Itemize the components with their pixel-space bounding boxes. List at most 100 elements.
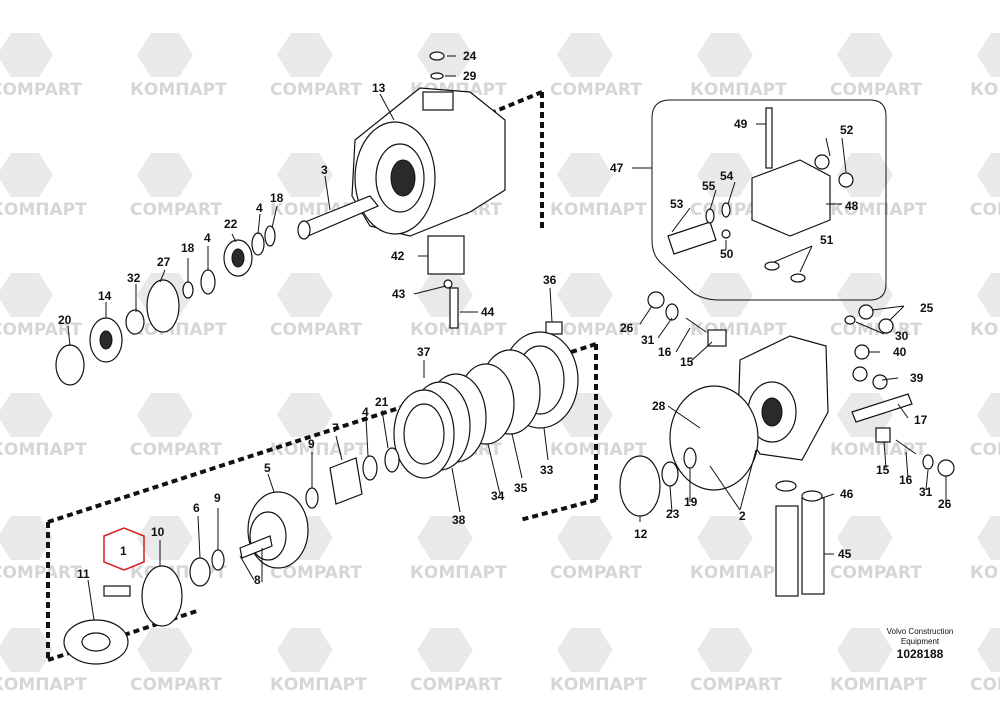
valve-53 xyxy=(667,221,717,255)
watermark-logo xyxy=(697,516,753,560)
plug-43 xyxy=(443,279,453,289)
watermark-logo xyxy=(137,516,193,560)
watermark-text: КОМПАРТ xyxy=(970,80,1000,100)
watermark-text: КОМПАРТ xyxy=(970,320,1000,340)
watermark-logo xyxy=(0,628,53,672)
label-16a: 16 xyxy=(658,345,672,359)
part-labels: 24 29 13 3 4 18 22 18 4 27 32 14 20 42 4… xyxy=(58,49,952,587)
label-32: 32 xyxy=(127,271,141,285)
label-52: 52 xyxy=(840,123,854,137)
label-25: 25 xyxy=(920,301,934,315)
snap-ring-20 xyxy=(55,344,85,386)
label-31b: 31 xyxy=(919,485,933,499)
watermark-text: COMPART xyxy=(830,320,922,340)
watermark-logo xyxy=(417,33,473,77)
watermark-logo xyxy=(277,393,333,437)
watermark-logo xyxy=(977,153,1000,197)
watermark-logo xyxy=(557,33,613,77)
label-31a: 31 xyxy=(641,333,655,347)
watermark-logo xyxy=(0,273,53,317)
watermark-text: КОМПАРТ xyxy=(270,675,367,695)
watermark-logo xyxy=(277,273,333,317)
label-43: 43 xyxy=(392,287,406,301)
watermark-logo xyxy=(837,628,893,672)
plug-25a xyxy=(858,304,874,320)
label-48: 48 xyxy=(845,199,859,213)
label-26a: 26 xyxy=(620,321,634,335)
watermark-logo xyxy=(697,33,753,77)
label-42: 42 xyxy=(391,249,405,263)
ring-31a xyxy=(665,303,679,321)
label-24: 24 xyxy=(463,49,477,63)
watermark-text: COMPART xyxy=(970,440,1000,460)
watermark-logo xyxy=(277,153,333,197)
watermark-logo xyxy=(417,628,473,672)
label-44: 44 xyxy=(481,305,495,319)
label-20: 20 xyxy=(58,313,72,327)
label-28: 28 xyxy=(652,399,666,413)
label-8: 8 xyxy=(254,573,261,587)
spring-7 xyxy=(329,457,363,505)
label-9b: 9 xyxy=(214,491,221,505)
watermark-text: COMPART xyxy=(970,675,1000,695)
watermark-logo xyxy=(0,153,53,197)
label-6: 6 xyxy=(193,501,200,515)
oring-51a xyxy=(764,261,780,271)
part-19 xyxy=(683,447,697,469)
watermark-text: КОМПАРТ xyxy=(270,440,367,460)
watermark-text: COMPART xyxy=(410,675,502,695)
label-15a: 15 xyxy=(680,355,694,369)
label-7: 7 xyxy=(332,421,339,435)
label-17: 17 xyxy=(914,413,928,427)
plug-26b xyxy=(937,459,955,477)
watermark-logo xyxy=(137,628,193,672)
watermark-logo xyxy=(837,33,893,77)
spring-16b xyxy=(895,439,917,455)
label-34: 34 xyxy=(491,489,505,503)
spool-45a xyxy=(775,505,799,597)
label-30: 30 xyxy=(895,329,909,343)
bolt-49 xyxy=(765,107,773,169)
watermark-logo xyxy=(557,628,613,672)
ring-9-top xyxy=(305,487,319,509)
label-19: 19 xyxy=(684,495,698,509)
watermark-text: COMPART xyxy=(690,675,782,695)
watermark-text: КОМПАРТ xyxy=(0,200,87,220)
label-12: 12 xyxy=(634,527,648,541)
label-18a: 18 xyxy=(270,191,284,205)
watermark-logo xyxy=(137,393,193,437)
watermark-text: COMPART xyxy=(130,200,222,220)
watermark-logo xyxy=(557,516,613,560)
block-42 xyxy=(427,235,465,275)
plug-26a xyxy=(647,291,665,309)
watermark-text: COMPART xyxy=(0,563,82,583)
label-38: 38 xyxy=(452,513,466,527)
watermark-text: COMPART xyxy=(830,80,922,100)
snap-ring-27 xyxy=(146,279,180,333)
label-22: 22 xyxy=(224,217,238,231)
ring-31b xyxy=(922,454,934,470)
piston-8 xyxy=(239,535,273,559)
label-45: 45 xyxy=(838,547,852,561)
label-40: 40 xyxy=(893,345,907,359)
label-9a: 9 xyxy=(308,437,315,451)
label-1: 1 xyxy=(120,544,127,558)
watermark-logo xyxy=(837,153,893,197)
oring-51b xyxy=(790,273,806,283)
bearing-6 xyxy=(189,557,211,587)
label-26b: 26 xyxy=(938,497,952,511)
label-10: 10 xyxy=(151,525,165,539)
watermark-text: COMPART xyxy=(270,563,362,583)
oring-46b xyxy=(801,490,823,502)
label-55: 55 xyxy=(702,179,716,193)
ring-4-mid xyxy=(200,269,216,295)
ring-4-top xyxy=(251,232,265,256)
watermark-text: COMPART xyxy=(970,200,1000,220)
label-4c: 4 xyxy=(362,405,369,419)
ring-9-low xyxy=(211,549,225,571)
watermark-logo xyxy=(277,33,333,77)
label-5: 5 xyxy=(264,461,271,475)
plug-52b xyxy=(838,172,854,188)
spool-45b xyxy=(801,497,825,595)
